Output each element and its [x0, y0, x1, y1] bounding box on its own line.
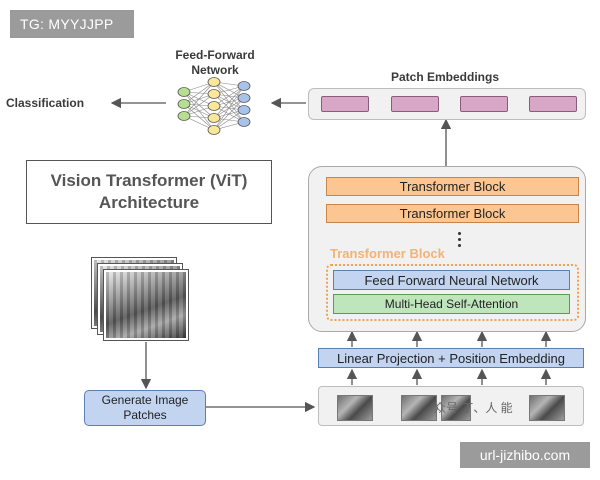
classification-label: Classification — [6, 96, 85, 110]
ellipsis-dots — [456, 232, 464, 250]
arrows-projection-to-encoder — [346, 330, 552, 347]
photo-stack-front — [104, 270, 188, 340]
transformer-block-1: Transformer Block — [326, 177, 579, 196]
patch-embedding-cell — [529, 96, 577, 112]
url-watermark: url-jizhibo.com — [460, 442, 590, 468]
title-line-2: Architecture — [98, 193, 200, 212]
image-patch — [401, 395, 437, 421]
feed-forward-line-1: Feed-Forward — [175, 48, 255, 62]
image-patch — [529, 395, 565, 421]
neural-network-icon — [177, 77, 251, 135]
image-patch — [441, 395, 471, 421]
generate-line-1: Generate Image — [101, 393, 189, 407]
arrows-patches-to-projection — [346, 368, 552, 385]
generate-line-2: Patches — [123, 408, 167, 422]
diagram-title: Vision Transformer (ViT) Architecture — [26, 160, 272, 224]
linear-projection-box: Linear Projection + Position Embedding — [318, 348, 584, 368]
image-patch — [337, 395, 373, 421]
patch-embedding-cell — [391, 96, 439, 112]
watermark-text: 众号 丁、人 能 — [434, 401, 513, 415]
patch-embeddings-label: Patch Embeddings — [390, 70, 500, 84]
generate-patches-box: Generate Image Patches — [84, 390, 206, 426]
patch-embedding-cell — [460, 96, 508, 112]
multi-head-attention-box: Multi-Head Self-Attention — [333, 294, 570, 314]
feed-forward-network-label: Feed-Forward Network — [160, 48, 270, 78]
patch-embedding-cell — [321, 96, 369, 112]
tg-tag: TG: MYYJJPP — [10, 10, 134, 38]
patch-embeddings-panel — [308, 88, 586, 120]
transformer-block-caption: Transformer Block — [330, 246, 445, 261]
feed-forward-nn-box: Feed Forward Neural Network — [333, 270, 570, 290]
feed-forward-line-2: Network — [191, 63, 239, 77]
title-line-1: Vision Transformer (ViT) — [50, 171, 248, 190]
image-patches-strip — [318, 386, 584, 426]
transformer-block-2: Transformer Block — [326, 204, 579, 223]
transformer-block-detail — [326, 264, 579, 321]
